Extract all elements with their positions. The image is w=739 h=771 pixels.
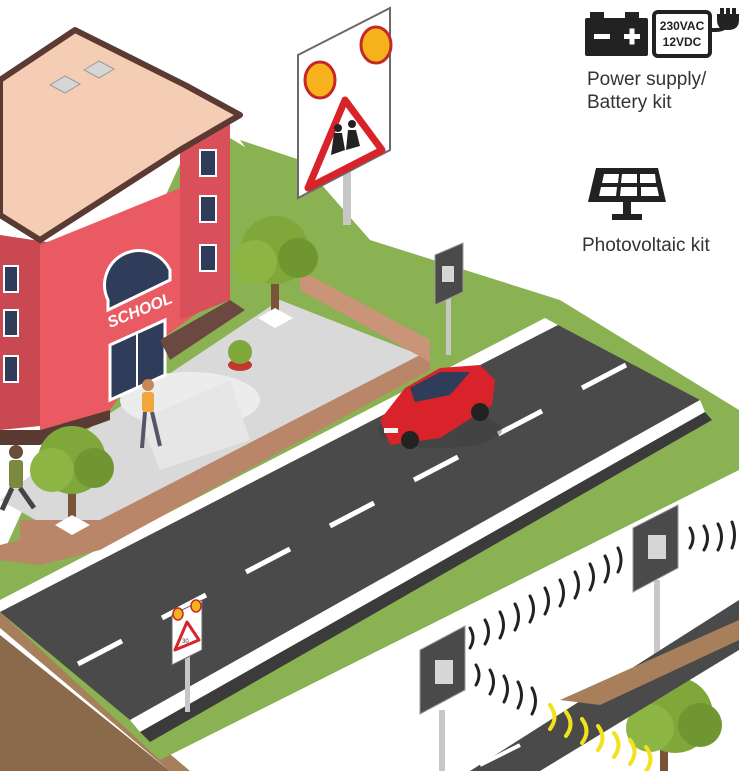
power-supply-label: Power supply/ Battery kit [587,68,737,114]
adapter-line2: 12VDC [663,35,702,49]
plug-icon [709,8,737,30]
battery-icon [585,12,648,56]
mini-sign-label: 30 [182,639,189,645]
power-supply-label-line1: Power supply/ [587,68,737,91]
power-supply-label-line2: Battery kit [587,91,737,114]
sensor-pole-bottom [420,626,465,771]
solar-panel-icon [588,168,666,220]
detector-box [648,535,666,559]
flower-pot [228,340,252,371]
adapter-line1: 230VAC [660,19,705,33]
detector-box [435,660,453,684]
power-adapter-icon: 230VAC 12VDC [654,12,710,56]
photovoltaic-label: Photovoltaic kit [582,234,737,257]
